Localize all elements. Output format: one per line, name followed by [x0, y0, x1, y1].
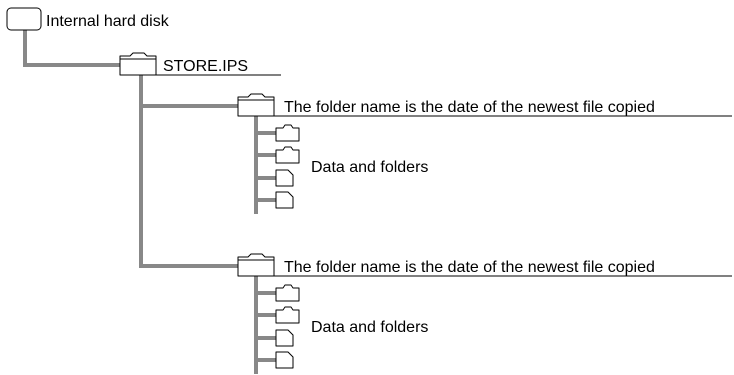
document-icon [275, 351, 294, 369]
disk-node: Internal hard disk [6, 7, 170, 31]
tree-connectors [23, 28, 278, 374]
small-folder-icon [275, 124, 300, 142]
contents-label: Data and folders [311, 159, 428, 176]
small-folder-icon [275, 146, 300, 164]
date-folder-node: The folder name is the date of the newes… [237, 253, 732, 369]
date-folder-label: The folder name is the date of the newes… [284, 99, 655, 116]
small-folder-icon [275, 284, 300, 302]
folder-icon [237, 93, 275, 117]
date-folder-label: The folder name is the date of the newes… [284, 259, 655, 276]
store-folder-label: STORE.IPS [163, 58, 248, 75]
store-folder-node: STORE.IPS [119, 52, 281, 76]
connector-disk-to-store [23, 28, 122, 67]
hard-disk-icon [6, 7, 42, 31]
document-icon [275, 169, 294, 187]
folder-icon [119, 52, 157, 76]
contents-label: Data and folders [311, 319, 428, 336]
document-icon [275, 191, 294, 209]
small-folder-icon [275, 306, 300, 324]
folder-icon [237, 253, 275, 277]
document-icon [275, 329, 294, 347]
date-folder-node: The folder name is the date of the newes… [237, 93, 732, 209]
disk-label: Internal hard disk [46, 13, 170, 30]
